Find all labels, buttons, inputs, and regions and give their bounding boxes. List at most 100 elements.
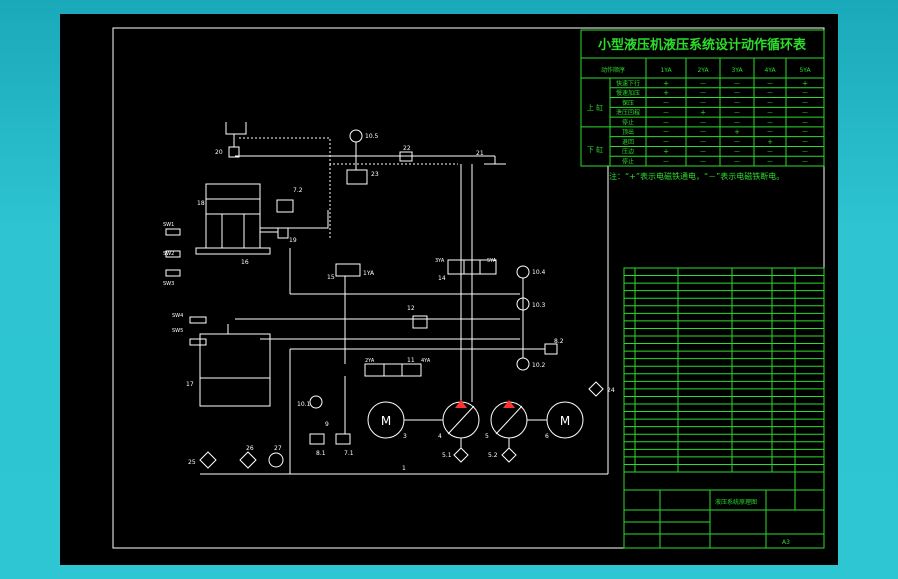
row-state: － (734, 109, 741, 117)
pump-5-arrow (503, 400, 515, 408)
motor-label-6: M (560, 414, 570, 428)
row-state: + (663, 89, 669, 97)
table-note: 注：“+”表示电磁铁通电，“－”表示电磁铁断电。 (609, 171, 784, 181)
row-state: － (767, 109, 774, 117)
valve-15 (335, 263, 361, 277)
row-state: － (663, 99, 670, 107)
label-3ya: 3YA (435, 258, 445, 264)
row-state: － (734, 79, 741, 87)
row-state: － (700, 158, 707, 166)
group-lower: 下 缸 (587, 145, 603, 154)
inner-border (112, 27, 825, 549)
valve-7-1 (335, 433, 351, 445)
row-action: 保压 (622, 99, 634, 107)
label-sw3: SW3 (163, 281, 174, 287)
row-state: － (767, 89, 774, 97)
row-action: 快速下行 (616, 79, 640, 87)
label-25: 25 (188, 459, 196, 466)
row-state: － (734, 99, 741, 107)
hdr-4ya: 4YA (764, 67, 776, 74)
label-5-1: 5.1 (442, 452, 452, 459)
hdr-2ya: 2YA (697, 67, 709, 74)
label-10-5: 10.5 (365, 133, 379, 140)
gauge-10-4 (516, 265, 530, 279)
group-upper: 上 缸 (587, 103, 603, 112)
label-sw4: SW4 (172, 313, 183, 319)
row-action: 慢速加压 (616, 89, 640, 97)
label-5-2: 5.2 (488, 452, 498, 459)
drawing-sheet: 小型液压机液压系统设计动作循环表 动作顺序 1YA 2YA 3YA 4YA 5Y… (60, 14, 838, 565)
valve-8-2 (544, 343, 558, 355)
row-state: － (700, 89, 707, 97)
label-15: 15 (327, 274, 335, 281)
row-action: 泄压回程 (616, 109, 640, 117)
label-19: 19 (289, 237, 297, 244)
filter-5-2 (501, 447, 517, 463)
label-9: 9 (325, 421, 329, 428)
row-state: － (734, 138, 741, 146)
row-state: － (734, 148, 741, 156)
label-17: 17 (186, 381, 194, 388)
row-state: － (767, 128, 774, 136)
label-10-3: 10.3 (532, 302, 546, 309)
limit-switch-4 (189, 316, 207, 324)
row-state: － (734, 89, 741, 97)
label-4ya: 4YA (421, 358, 431, 364)
label-11: 11 (407, 357, 415, 364)
row-state: + (734, 128, 740, 136)
pump-4-arrow (455, 400, 467, 408)
row-action: 压边 (622, 148, 634, 156)
row-state: － (767, 99, 774, 107)
filter-24 (588, 381, 604, 397)
row-state: － (734, 118, 741, 126)
row-state: － (700, 128, 707, 136)
label-26: 26 (246, 445, 254, 452)
row-state: － (767, 118, 774, 126)
row-state: － (663, 138, 670, 146)
row-state: － (663, 128, 670, 136)
filter-5-1 (453, 447, 469, 463)
label-5ya: 5YA (487, 258, 497, 264)
gauge-10-5 (349, 129, 363, 143)
row-state: － (802, 118, 809, 126)
row-state: + (700, 109, 706, 117)
row-state: + (767, 138, 773, 146)
relief-valve-23 (346, 169, 368, 185)
limit-switch-1 (165, 228, 181, 236)
label-23: 23 (371, 171, 379, 178)
row-state: － (802, 128, 809, 136)
row-action: 顶出 (622, 128, 634, 136)
table-title: 小型液压机液压系统设计动作循环表 (598, 37, 807, 53)
label-7-1: 7.1 (344, 450, 354, 457)
label-3: 3 (403, 433, 407, 440)
gauge-10-1 (309, 395, 323, 409)
row-state: － (802, 148, 809, 156)
hdr-5ya: 5YA (799, 67, 811, 74)
label-sw2: SW2 (163, 251, 174, 257)
label-24: 24 (607, 387, 615, 394)
row-action: 停止 (622, 158, 634, 166)
row-action: 退回 (622, 138, 634, 146)
label-12: 12 (407, 305, 415, 312)
row-state: － (700, 79, 707, 87)
drawing-name: 液压系统原理图 (715, 498, 757, 506)
row-state: － (700, 99, 707, 107)
label-10-4: 10.4 (532, 269, 546, 276)
label-21: 21 (476, 150, 484, 157)
filter-25 (199, 451, 217, 469)
limit-switch-3 (165, 269, 181, 277)
valve-12 (412, 315, 428, 329)
label-22: 22 (403, 145, 411, 152)
label-5: 5 (485, 433, 489, 440)
valve-8-1 (309, 433, 325, 445)
row-state: － (734, 158, 741, 166)
hdr-1ya: 1YA (660, 67, 672, 74)
parts-list (623, 267, 825, 473)
label-8-1: 8.1 (316, 450, 326, 457)
row-state: － (700, 138, 707, 146)
action-table: 小型液压机液压系统设计动作循环表 动作顺序 1YA 2YA 3YA 4YA 5Y… (580, 29, 825, 181)
row-action: 停止 (622, 118, 634, 126)
circuit: 1 21 22 10.5 23 20 18 16 (163, 122, 615, 475)
row-state: － (663, 118, 670, 126)
label-1ya: 1YA (363, 270, 375, 277)
